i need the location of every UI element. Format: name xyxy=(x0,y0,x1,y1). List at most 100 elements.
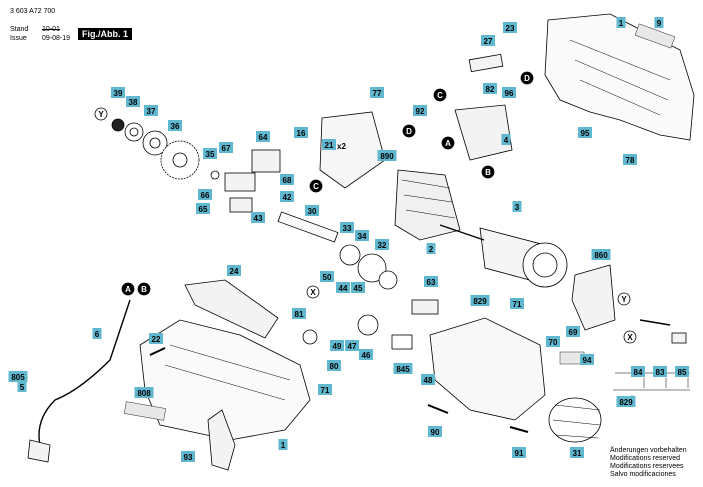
svg-text:48: 48 xyxy=(424,376,433,385)
callout-45: 45 xyxy=(351,282,365,293)
svg-text:C: C xyxy=(437,91,443,100)
housing-rear xyxy=(544,13,695,141)
svg-text:3: 3 xyxy=(515,203,520,212)
callout-84: 84 xyxy=(631,366,645,377)
svg-text:X: X xyxy=(310,288,316,297)
marker-c: C xyxy=(433,88,447,102)
svg-text:1: 1 xyxy=(619,19,624,28)
callout-829: 829 xyxy=(470,295,490,306)
svg-text:69: 69 xyxy=(569,328,578,337)
part-number: 3 603 A72 700 xyxy=(10,8,56,15)
callout-93: 93 xyxy=(181,451,195,462)
marker-y: Y xyxy=(94,107,108,121)
svg-text:A: A xyxy=(125,285,131,294)
svg-text:46: 46 xyxy=(362,351,371,360)
figure-tag: Fig./Abb. 1 xyxy=(78,28,132,40)
svg-text:860: 860 xyxy=(594,251,608,260)
svg-text:32: 32 xyxy=(378,241,387,250)
modification-note: Änderungen vorbehalten Modifications res… xyxy=(610,447,687,479)
callout-81: 81 xyxy=(292,308,306,319)
callout-69: 69 xyxy=(566,326,580,337)
svg-text:91: 91 xyxy=(515,449,524,458)
svg-text:90: 90 xyxy=(431,428,440,437)
svg-text:31: 31 xyxy=(573,449,582,458)
callout-845: 845 xyxy=(393,363,413,374)
svg-text:Y: Y xyxy=(98,110,104,119)
marker-b: B xyxy=(481,165,495,179)
shaft-30 xyxy=(277,211,339,243)
svg-text:890: 890 xyxy=(380,152,394,161)
svg-text:37: 37 xyxy=(147,107,156,116)
svg-text:78: 78 xyxy=(626,156,635,165)
svg-text:66: 66 xyxy=(201,191,210,200)
part-drawings xyxy=(27,13,695,471)
stand-label: Stand xyxy=(10,26,29,33)
note-line: Salvo modificaciones xyxy=(610,471,676,478)
svg-text:D: D xyxy=(406,127,412,136)
callout-90: 90 xyxy=(428,426,442,437)
callout-66: 66 xyxy=(198,189,212,200)
svg-text:1: 1 xyxy=(281,441,286,450)
callout-39: 39 xyxy=(111,87,125,98)
svg-text:85: 85 xyxy=(678,368,687,377)
svg-text:829: 829 xyxy=(473,297,487,306)
callout-38: 38 xyxy=(126,96,140,107)
callout-805: 805 xyxy=(8,371,28,382)
svg-text:Y: Y xyxy=(621,295,627,304)
callout-808: 808 xyxy=(134,387,154,398)
note-line: Modifications reservees xyxy=(610,463,684,470)
svg-text:95: 95 xyxy=(581,129,590,138)
marker-x: X xyxy=(623,330,637,344)
callout-24: 24 xyxy=(227,265,241,276)
svg-text:16: 16 xyxy=(297,129,306,138)
svg-text:22: 22 xyxy=(152,335,161,344)
note-line: Modifications reserved xyxy=(610,455,681,462)
callout-48: 48 xyxy=(421,374,435,385)
x2-label: x2 xyxy=(337,142,346,151)
callout-94: 94 xyxy=(580,354,594,365)
svg-text:71: 71 xyxy=(513,300,522,309)
callout-5: 5 xyxy=(17,381,27,392)
note-line: Änderungen vorbehalten xyxy=(610,447,687,454)
callout-6: 6 xyxy=(92,328,102,339)
stator xyxy=(394,169,461,241)
callout-860: 860 xyxy=(591,249,611,260)
callout-35: 35 xyxy=(203,148,217,159)
gearbox-829 xyxy=(429,317,546,421)
callout-46: 46 xyxy=(359,349,373,360)
callout-1: 1 xyxy=(616,17,626,28)
cover-24 xyxy=(184,279,279,339)
svg-text:64: 64 xyxy=(259,133,268,142)
svg-text:23: 23 xyxy=(506,24,515,33)
svg-text:84: 84 xyxy=(634,368,643,377)
callout-65: 65 xyxy=(196,203,210,214)
svg-text:68: 68 xyxy=(283,176,292,185)
gear-37 xyxy=(142,130,168,156)
callout-96: 96 xyxy=(502,87,516,98)
svg-text:805: 805 xyxy=(11,373,25,382)
svg-text:63: 63 xyxy=(427,278,436,287)
callout-32: 32 xyxy=(375,239,389,250)
gear-39 xyxy=(111,118,125,132)
callout-47: 47 xyxy=(345,340,359,351)
callout-21: 21 xyxy=(322,139,336,150)
svg-text:94: 94 xyxy=(583,356,592,365)
callout-9: 9 xyxy=(654,17,664,28)
svg-text:93: 93 xyxy=(184,453,193,462)
svg-text:47: 47 xyxy=(348,342,357,351)
svg-text:65: 65 xyxy=(199,205,208,214)
svg-text:9: 9 xyxy=(657,19,662,28)
svg-text:B: B xyxy=(141,285,147,294)
svg-text:77: 77 xyxy=(373,89,382,98)
callout-64: 64 xyxy=(256,131,270,142)
callout-92: 92 xyxy=(413,105,427,116)
callout-50: 50 xyxy=(320,271,334,282)
callout-82: 82 xyxy=(483,83,497,94)
svg-text:4: 4 xyxy=(504,136,509,145)
svg-text:44: 44 xyxy=(339,284,348,293)
callout-36: 36 xyxy=(168,120,182,131)
callout-95: 95 xyxy=(578,127,592,138)
